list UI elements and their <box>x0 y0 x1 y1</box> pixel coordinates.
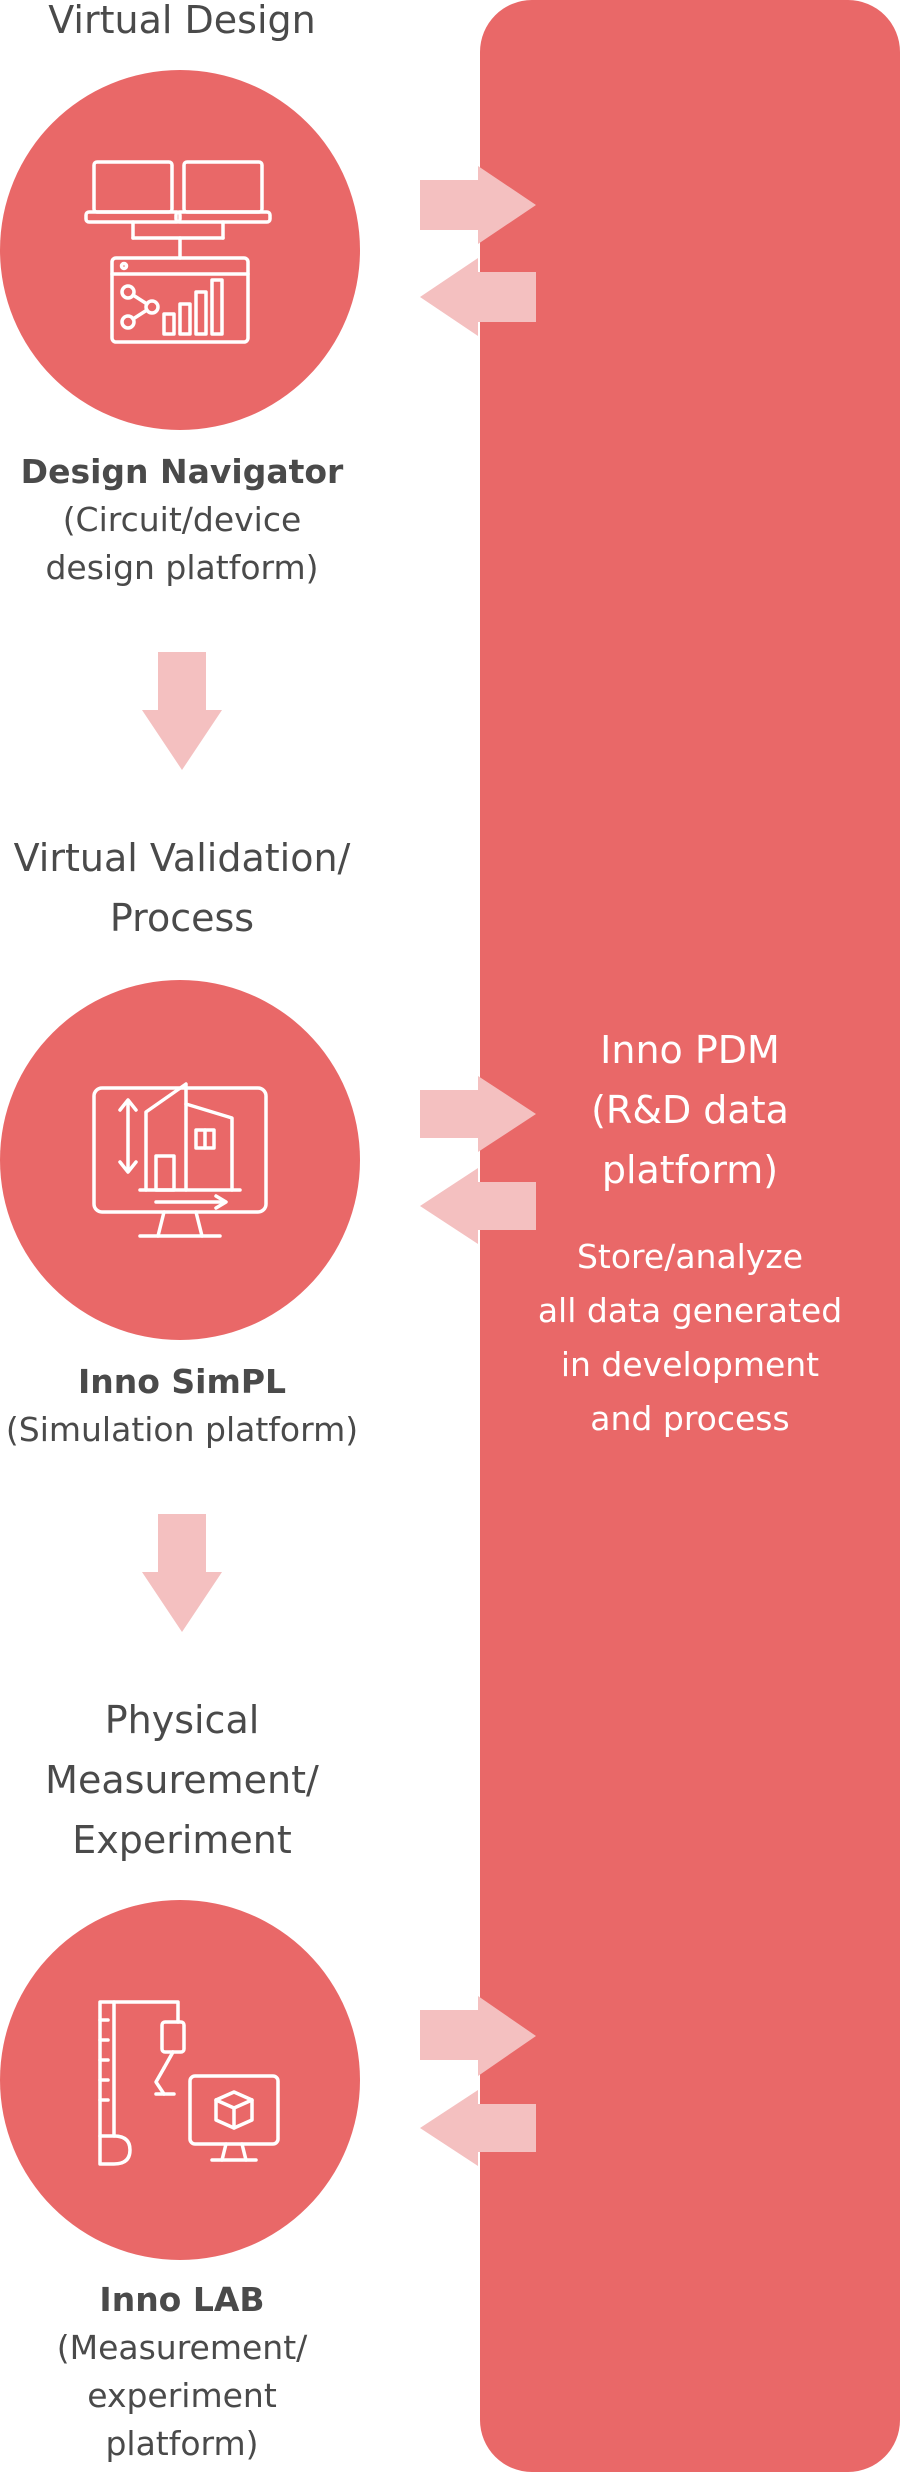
pdm-desc-line: Store/analyze <box>576 1237 804 1276</box>
platform-desc-line: (Circuit/device <box>62 500 302 539</box>
arrow-down <box>142 1514 222 1632</box>
stage-title-virtual-design: Virtual Design <box>0 0 364 50</box>
inno-pdm-title: Inno PDM (R&D data platform) <box>480 1020 900 1200</box>
platform-name: Inno LAB <box>99 2280 265 2319</box>
pdm-title-line: Inno PDM <box>600 1028 780 1072</box>
platform-name: Inno SimPL <box>77 1362 287 1401</box>
stage-title-line: Measurement/ <box>45 1758 319 1802</box>
platform-desc-line: experiment <box>87 2376 277 2415</box>
stage-title-line: Virtual Design <box>48 0 316 42</box>
design-navigator-circle <box>0 70 360 430</box>
stage-title-line: Physical <box>104 1698 260 1742</box>
platform-name: Design Navigator <box>20 452 344 491</box>
stage-title-line: Virtual Validation/ <box>13 836 351 880</box>
monitor-building-icon <box>92 1082 268 1238</box>
inno-simpl-circle <box>0 980 360 1340</box>
pdm-desc-line: and process <box>590 1399 790 1438</box>
platform-desc-line: design platform) <box>45 548 319 587</box>
platform-desc-line: (Measurement/ <box>56 2328 308 2367</box>
stage-title-line: Experiment <box>72 1818 292 1862</box>
design-navigator-label: Design Navigator (Circuit/device design … <box>0 448 364 592</box>
stage-title-physical-measurement: Physical Measurement/ Experiment <box>0 1690 364 1870</box>
pdm-desc-line: all data generated <box>537 1291 843 1330</box>
pdm-title-line: (R&D data <box>591 1088 789 1132</box>
stage-title-line: Process <box>109 896 255 940</box>
pdm-title-line: platform) <box>601 1148 779 1192</box>
inno-pdm-description: Store/analyze all data generated in deve… <box>480 1230 900 1446</box>
inno-lab-label: Inno LAB (Measurement/ experiment platfo… <box>0 2276 364 2468</box>
robot-arm-monitor-icon <box>98 2000 280 2166</box>
inno-lab-circle <box>0 1900 360 2260</box>
computer-network-chart-icon <box>84 160 272 344</box>
stage-title-virtual-validation: Virtual Validation/ Process <box>0 828 364 948</box>
platform-desc-line: (Simulation platform) <box>5 1410 359 1449</box>
platform-desc-line: platform) <box>105 2424 259 2463</box>
arrow-down <box>142 652 222 770</box>
pdm-desc-line: in development <box>560 1345 820 1384</box>
inno-pdm-panel <box>480 0 900 2472</box>
inno-simpl-label: Inno SimPL (Simulation platform) <box>0 1358 364 1454</box>
